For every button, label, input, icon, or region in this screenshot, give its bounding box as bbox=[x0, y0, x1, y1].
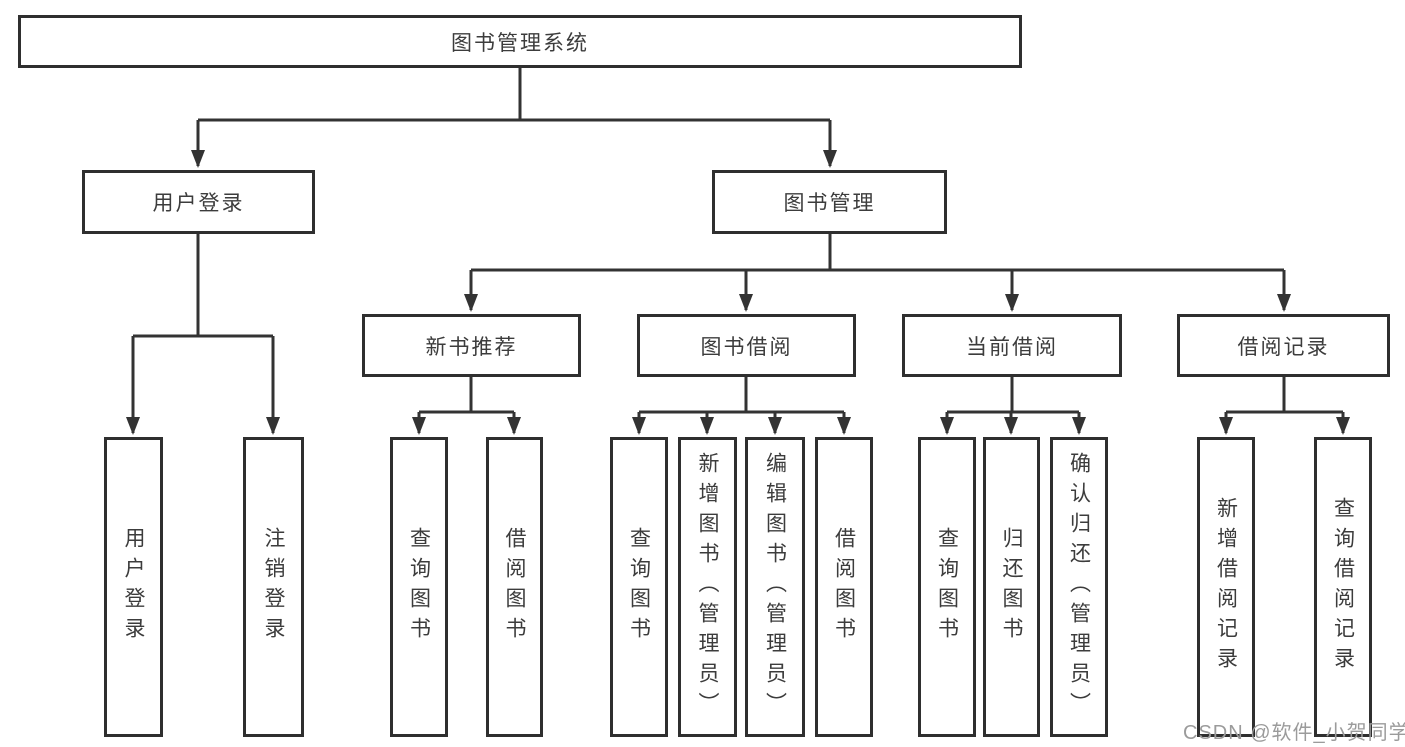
leaf-borrow-books: 借阅图书 bbox=[815, 437, 873, 737]
node-current-borrow: 当前借阅 bbox=[902, 314, 1122, 377]
node-borrow-records: 借阅记录 bbox=[1177, 314, 1390, 377]
node-book-borrow: 图书借阅 bbox=[637, 314, 856, 377]
node-new-book-recommend: 新书推荐 bbox=[362, 314, 581, 377]
leaf-user-login: 用户登录 bbox=[104, 437, 163, 737]
leaf-query-books-recommend: 查询图书 bbox=[390, 437, 448, 737]
node-book-management: 图书管理 bbox=[712, 170, 947, 234]
leaf-logout: 注销登录 bbox=[243, 437, 304, 737]
leaf-add-borrow-record: 新增借阅记录 bbox=[1197, 437, 1255, 737]
leaf-query-borrow-record: 查询借阅记录 bbox=[1314, 437, 1372, 737]
node-user-login: 用户登录 bbox=[82, 170, 315, 234]
leaf-add-books-admin: 新增图书（管理员） bbox=[678, 437, 737, 737]
leaf-confirm-return-admin: 确认归还（管理员） bbox=[1050, 437, 1108, 737]
watermark: CSDN @软件_小贺同学 bbox=[1183, 722, 1405, 744]
leaf-edit-books-admin: 编辑图书（管理员） bbox=[745, 437, 805, 737]
leaf-query-books-borrow: 查询图书 bbox=[610, 437, 668, 737]
leaf-query-books-current: 查询图书 bbox=[918, 437, 976, 737]
leaf-return-books: 归还图书 bbox=[983, 437, 1040, 737]
leaf-borrow-books-recommend: 借阅图书 bbox=[486, 437, 543, 737]
node-root: 图书管理系统 bbox=[18, 15, 1022, 68]
